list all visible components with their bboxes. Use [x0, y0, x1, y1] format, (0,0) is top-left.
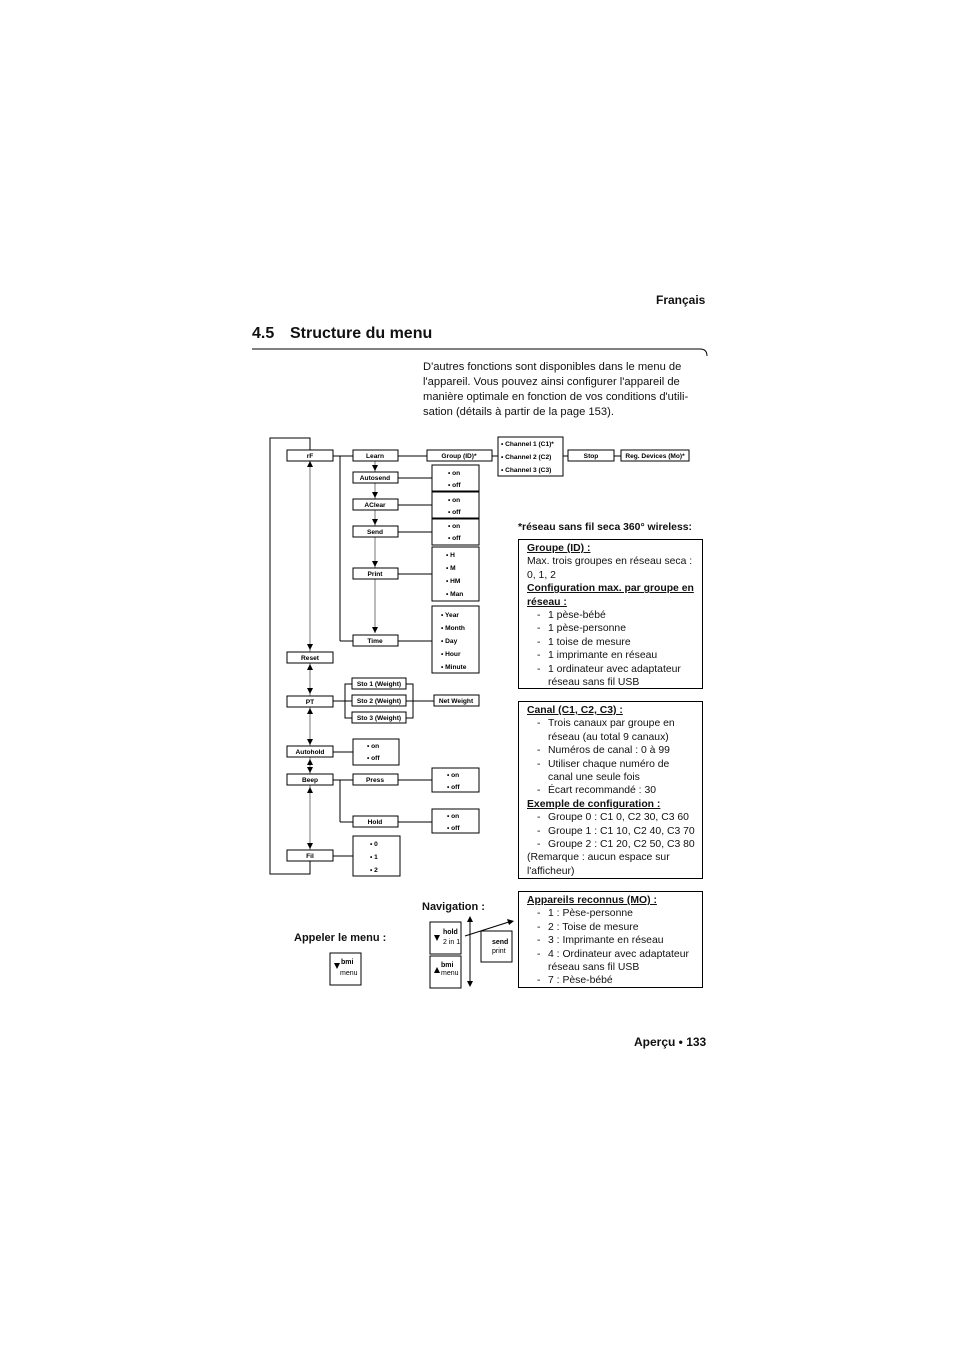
print-key-label: print: [492, 948, 506, 955]
title-rule: [252, 348, 708, 357]
menu-send: Send: [367, 529, 383, 536]
config-item: 1 ordinateur avec adaptateur réseau sans…: [537, 663, 696, 690]
exemple-item: Groupe 1 : C1 10, C2 40, C3 70: [537, 825, 696, 839]
send-on: • on: [448, 523, 460, 530]
time-minute: • Minute: [441, 664, 467, 671]
section-title-text: Structure du menu: [290, 325, 433, 342]
menu-group: Group (ID)*: [441, 453, 477, 460]
channel-2: • Channel 2 (C2): [501, 454, 551, 461]
canal-item: Utiliser chaque numéro de canal une seul…: [537, 758, 696, 785]
autosend-off: • off: [448, 482, 461, 489]
appareils-item: 3 : Imprimante en réseau: [537, 934, 696, 948]
menu-diagram: rF Reset PT Autohold Beep Fil Learn Auto…: [269, 436, 690, 877]
menu-beep: Beep: [302, 777, 318, 784]
autohold-on: • on: [367, 743, 379, 750]
fil-2: • 2: [370, 867, 378, 874]
bmi-key-label: bmi: [341, 959, 354, 966]
groupe-title: Groupe (ID) :: [527, 543, 591, 554]
aclear-off: • off: [448, 509, 461, 516]
menu-reg-devices: Reg. Devices (Mo)*: [625, 453, 685, 460]
send-off: • off: [448, 535, 461, 542]
menu-learn: Learn: [366, 453, 384, 460]
config-title: Configuration max. par groupe en réseau …: [527, 583, 694, 608]
menu-print: Print: [367, 571, 383, 578]
canal-item: Écart recommandé : 30: [537, 784, 696, 798]
hold-on: • on: [447, 813, 459, 820]
hold-off: • off: [447, 825, 460, 832]
menu-reset: Reset: [301, 655, 320, 662]
nav-keys: bmi menu hold 2 in 1 bmi menu send print: [329, 916, 514, 989]
bmi-nav-key-label: bmi: [441, 962, 454, 969]
menu-nav-key-label: menu: [441, 970, 459, 977]
appareils-box: Appareils reconnus (MO) : 1 : Pèse-perso…: [518, 891, 703, 988]
menu-fil: Fil: [306, 853, 314, 860]
config-item: 1 toise de mesure: [537, 636, 696, 650]
exemple-item: Groupe 2 : C1 20, C2 50, C3 80: [537, 838, 696, 852]
config-item: 1 pèse-personne: [537, 622, 696, 636]
menu-time: Time: [367, 638, 383, 645]
menu-hold: Hold: [368, 819, 383, 826]
menu-sto1: Sto 1 (Weight): [357, 681, 401, 688]
language-label: Français: [656, 293, 706, 307]
page-footer: Aperçu • 133: [634, 1035, 707, 1049]
menu-key-label: menu: [340, 970, 358, 977]
groupe-box: Groupe (ID) : Max. trois groupes en rése…: [518, 539, 703, 689]
config-item: 1 imprimante en réseau: [537, 649, 696, 663]
time-hour: • Hour: [441, 651, 461, 658]
menu-aclear: AClear: [364, 502, 386, 509]
config-item: 1 pèse-bébé: [537, 609, 696, 623]
remarque-text: (Remarque : aucun espace sur l'afficheur…: [527, 852, 670, 877]
navigation-label: Navigation :: [422, 901, 485, 913]
appareils-item: 4 : Ordinateur avec adaptateur réseau sa…: [537, 948, 696, 975]
appareils-item: 2 : Toise de mesure: [537, 921, 696, 935]
press-on: • on: [447, 772, 459, 779]
menu-autohold: Autohold: [296, 749, 325, 756]
menu-sto2: Sto 2 (Weight): [357, 698, 401, 705]
menu-press: Press: [366, 777, 384, 784]
canal-item: Numéros de canal : 0 à 99: [537, 744, 696, 758]
print-hm: • HM: [446, 578, 461, 585]
menu-pt: PT: [306, 699, 314, 706]
appeler-menu-label: Appeler le menu :: [294, 932, 387, 944]
time-month: • Month: [441, 625, 465, 632]
press-off: • off: [447, 784, 460, 791]
time-year: • Year: [441, 612, 459, 619]
autohold-off: • off: [367, 755, 380, 762]
menu-rf: rF: [307, 453, 314, 460]
menu-stop: Stop: [584, 453, 599, 460]
groupe-text: Max. trois groupes en réseau seca : 0, 1…: [527, 556, 693, 581]
autosend-on: • on: [448, 470, 460, 477]
print-man: • Man: [446, 591, 463, 598]
section-number: 4.5: [252, 325, 275, 342]
canal-box: Canal (C1, C2, C3) : Trois canaux par gr…: [518, 701, 703, 879]
fil-0: • 0: [370, 841, 378, 848]
canal-item: Trois canaux par groupe en réseau (au to…: [537, 717, 696, 744]
channel-1: • Channel 1 (C1)*: [501, 441, 554, 448]
aclear-on: • on: [448, 497, 460, 504]
fil-1: • 1: [370, 854, 378, 861]
wireless-note-heading: *réseau sans fil seca 360° wireless:: [518, 522, 692, 533]
print-h: • H: [446, 552, 455, 559]
menu-net-weight: Net Weight: [439, 698, 474, 705]
exemple-title: Exemple de configuration :: [527, 798, 661, 810]
appareils-item: 1 : Pèse-personne: [537, 907, 696, 921]
menu-autosend: Autosend: [360, 475, 390, 482]
hold-key-label: hold: [443, 929, 458, 936]
intro-text: D'autres fonctions sont disponibles dans…: [423, 361, 689, 418]
menu-sto3: Sto 3 (Weight): [357, 715, 401, 722]
appareils-title: Appareils reconnus (MO) :: [527, 895, 657, 906]
channel-3: • Channel 3 (C3): [501, 467, 551, 474]
canal-title: Canal (C1, C2, C3) :: [527, 705, 623, 716]
exemple-item: Groupe 0 : C1 0, C2 30, C3 60: [537, 811, 696, 825]
print-m: • M: [446, 565, 456, 572]
section-title: 4.5 Structure du menu: [252, 325, 432, 343]
appareils-item: 7 : Pèse-bébé: [537, 974, 696, 988]
send-key-label: send: [492, 939, 508, 946]
time-day: • Day: [441, 638, 458, 645]
two-in-one-key-label: 2 in 1: [443, 939, 460, 946]
